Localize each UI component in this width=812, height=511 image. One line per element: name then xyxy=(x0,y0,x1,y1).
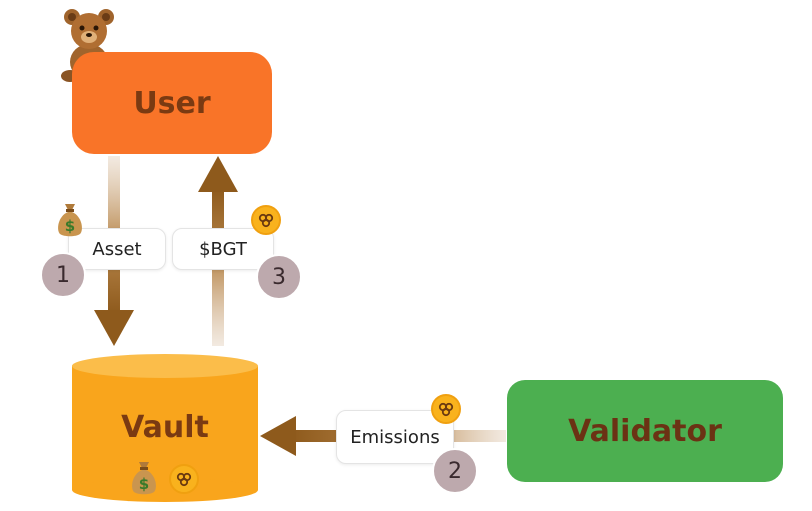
bgt-label-text: $BGT xyxy=(199,238,247,260)
vault-label: Vault xyxy=(121,410,209,445)
vault-label-wrap: Vault xyxy=(72,410,258,445)
asset-label: Asset xyxy=(68,228,166,270)
emissions-label-text: Emissions xyxy=(350,426,440,448)
money-bag-icon: $ xyxy=(132,462,156,495)
bgt-label: $BGT xyxy=(172,228,274,270)
svg-text:$: $ xyxy=(65,217,75,235)
step-number: 2 xyxy=(448,458,462,484)
step-badge-3: 3 xyxy=(256,254,302,300)
vault-cylinder xyxy=(72,354,258,502)
asset-label-text: Asset xyxy=(92,238,142,260)
validator-node: Validator xyxy=(507,380,783,482)
user-node: User xyxy=(72,52,272,154)
bgt-token-icon xyxy=(251,205,281,235)
bgt-token-icon xyxy=(169,464,199,494)
validator-label: Validator xyxy=(568,413,722,449)
bgt-token-icon xyxy=(431,394,461,424)
svg-text:$: $ xyxy=(139,475,149,493)
step-number: 3 xyxy=(272,264,286,290)
step-number: 1 xyxy=(56,262,70,288)
money-bag-icon: $ xyxy=(58,204,82,237)
step-badge-1: 1 xyxy=(40,252,86,298)
user-label: User xyxy=(133,85,211,121)
step-badge-2: 2 xyxy=(432,448,478,494)
emissions-label: Emissions xyxy=(336,410,454,464)
